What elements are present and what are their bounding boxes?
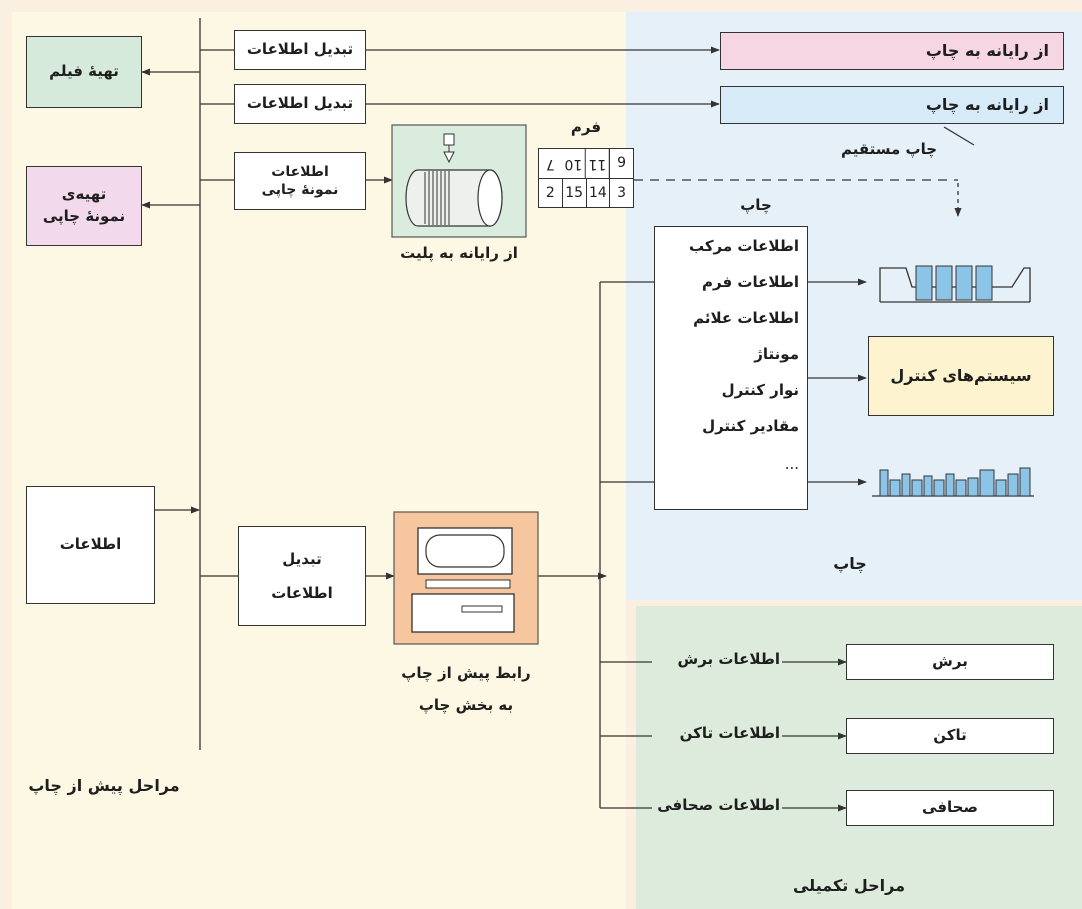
control-strip-icon — [872, 467, 1034, 497]
press-item: اطلاعات مرکب — [688, 237, 799, 255]
form-cell: 15 — [561, 179, 586, 208]
form-grid: 9 11 10 7 3 14 15 2 — [538, 148, 634, 208]
form-cell: 10 — [561, 149, 586, 178]
convert-bottom-line-2: اطلاعات — [271, 584, 333, 602]
bind-box: صحافی — [846, 790, 1054, 826]
press-item: ... — [784, 455, 799, 473]
ctp-pink-bar: از رایانه به چاپ — [720, 32, 1064, 70]
form-cell: 11 — [585, 149, 610, 178]
proof-info-line-2: نمونهٔ چاپی — [261, 182, 339, 198]
fold-info-label: اطلاعات تاکن — [679, 724, 780, 742]
form-cell: 9 — [609, 149, 633, 178]
cut-box: برش — [846, 644, 1054, 680]
interface-line-2: به بخش چاپ — [418, 695, 514, 714]
proof-line-1: تهیه‌ی — [61, 185, 107, 204]
fold-box: تاکن — [846, 718, 1054, 754]
control-systems-box: سیستم‌های کنترل — [868, 336, 1054, 416]
form-cell: 3 — [609, 179, 633, 208]
convert-box-bottom: تبدیل اطلاعات — [238, 526, 366, 626]
ctp-blue-bar: از رایانه به چاپ — [720, 86, 1064, 124]
print-zone-label: چاپ — [833, 554, 867, 573]
info-source-box: اطلاعات — [26, 486, 155, 604]
press-list-title: چاپ — [740, 196, 772, 214]
proof-info-box: اطلاعات نمونهٔ چاپی — [234, 152, 366, 210]
press-item: اطلاعات فرم — [702, 273, 799, 291]
press-item: مونتاژ — [754, 345, 799, 363]
proof-line-2: نمونهٔ چاپی — [42, 207, 126, 225]
plate-illustration — [391, 124, 527, 238]
proof-info-line-1: اطلاعات — [271, 163, 329, 180]
press-item: نوار کنترل — [721, 381, 799, 399]
press-machine-icon — [879, 265, 1031, 303]
press-item: مقادیر کنترل — [702, 417, 799, 435]
interface-label: رابط پیش از چاپ به بخش چاپ — [386, 658, 546, 721]
computer-illustration — [393, 511, 539, 645]
press-item: اطلاعات علائم — [693, 309, 799, 327]
interface-line-1: رابط پیش از چاپ — [401, 664, 531, 682]
form-cell: 7 — [545, 156, 555, 172]
cut-info-label: اطلاعات برش — [677, 650, 781, 668]
convert-box-1: تبدیل اطلاعات — [234, 30, 366, 70]
prepress-zone-label: مراحل پیش از چاپ — [28, 776, 180, 795]
form-title: فرم — [570, 118, 602, 136]
proof-prep-box: تهیه‌ی نمونهٔ چاپی — [26, 166, 142, 246]
convert-bottom-line-1: تبدیل — [282, 549, 322, 568]
press-info-list: اطلاعات مرکب اطلاعات فرم اطلاعات علائم م… — [654, 226, 808, 510]
form-cell: 14 — [585, 179, 610, 208]
finishing-zone-label: مراحل تکمیلی — [792, 876, 905, 895]
bind-info-label: اطلاعات صحافی — [657, 796, 780, 814]
film-prep-box: تهیهٔ فیلم — [26, 36, 142, 108]
plate-label: از رایانه به پلیت — [400, 244, 518, 262]
form-cell: 2 — [545, 185, 555, 201]
convert-box-2: تبدیل اطلاعات — [234, 84, 366, 124]
direct-print-label: چاپ مستقیم — [840, 140, 938, 158]
